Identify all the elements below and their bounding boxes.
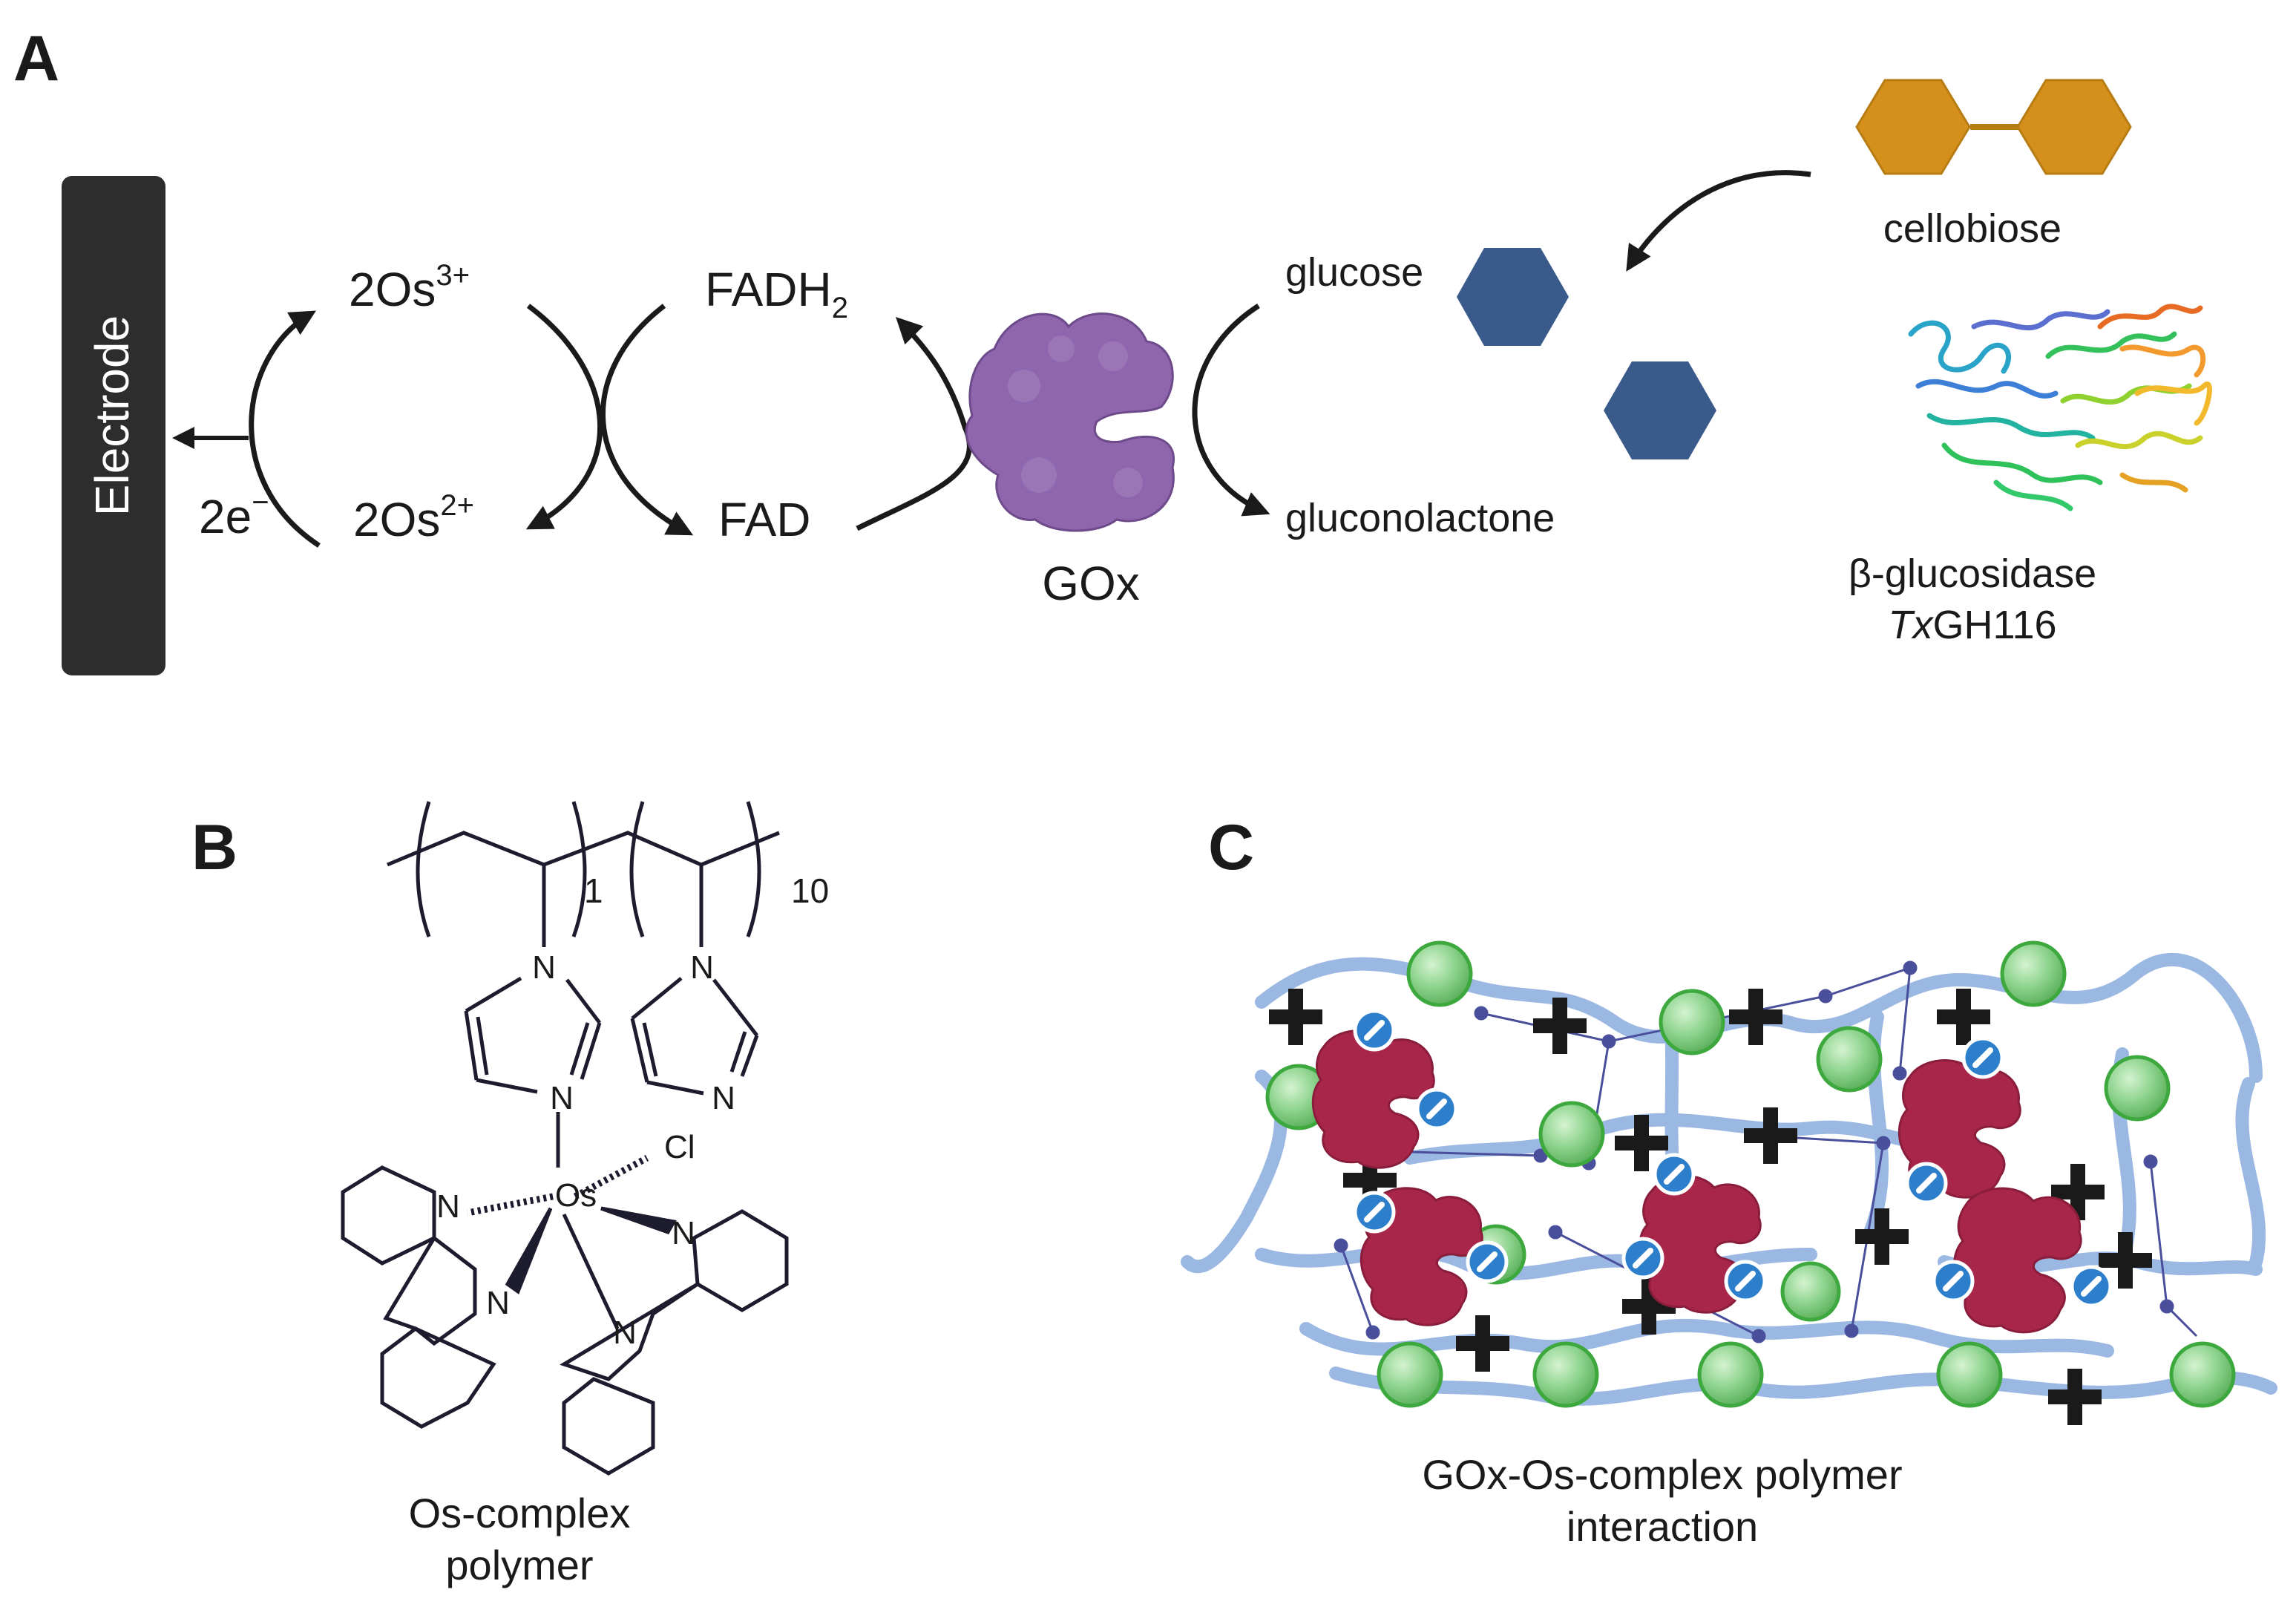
hydrolysis-arrow	[1626, 170, 1811, 272]
os-complex-sphere	[1377, 1341, 1443, 1408]
minus-charge-icon	[1353, 1191, 1396, 1234]
glucose-hexagon-icon	[1604, 361, 1716, 459]
fadh-oxidation-arrow	[600, 304, 694, 536]
gox-label: GOx	[1042, 557, 1140, 610]
positive-charges	[1269, 989, 2152, 1425]
panel-c-caption-line2: interaction	[1567, 1503, 1758, 1550]
negative-charges	[1353, 1009, 2113, 1308]
minus-charge-icon	[1653, 1153, 1696, 1196]
os-complex-sphere	[1816, 1026, 1883, 1093]
glucose-hexagon-icon	[1457, 248, 1569, 346]
os-complex-sphere	[1697, 1341, 1764, 1408]
minus-charge-icon	[1961, 1036, 2004, 1079]
os-complex-sphere	[1532, 1341, 1599, 1408]
minus-charge-icon	[1353, 1009, 1396, 1052]
panel-label-a: A	[13, 23, 59, 94]
os-polymer-caption-line2: polymer	[445, 1542, 593, 1588]
glucose-oxidation-arrow	[1192, 304, 1270, 517]
plus-sign-icon	[1269, 989, 1322, 1045]
electrode-label: Electrode	[85, 315, 139, 516]
repeat-count-10: 10	[791, 871, 829, 910]
atom-n-bipy-lower-right: N	[613, 1315, 637, 1351]
atom-n-bipy-lower-left: N	[486, 1285, 510, 1321]
plus-sign-icon	[1744, 1107, 1797, 1164]
minus-charge-icon	[1724, 1260, 1767, 1303]
bipyridine-ligands	[341, 1155, 789, 1476]
plus-sign-icon	[1855, 1208, 1909, 1265]
plus-sign-icon	[2051, 1164, 2105, 1220]
os-polymer-caption-line1: Os-complex	[409, 1490, 631, 1536]
minus-charge-icon	[2070, 1265, 2113, 1308]
plus-sign-icon	[1615, 1115, 1668, 1171]
os-complex-sphere	[1659, 989, 1725, 1055]
atom-n-imidazole-bottom: N	[550, 1080, 574, 1116]
fad-label: FAD	[718, 493, 810, 546]
plus-sign-icon	[1937, 989, 1990, 1045]
repeat-count-1: 1	[584, 871, 603, 910]
plus-sign-icon	[1533, 998, 1587, 1054]
os-complex-sphere	[2000, 940, 2067, 1007]
panel-c-caption-line1: GOx-Os-complex polymer	[1422, 1451, 1902, 1498]
minus-charge-icon	[1905, 1162, 1948, 1205]
os-complex-sphere	[2169, 1341, 2236, 1408]
atom-n-free-bottom: N	[712, 1080, 735, 1116]
plus-sign-icon	[2048, 1369, 2102, 1425]
beta-glucosidase-structure-icon	[1908, 304, 2212, 511]
os2-label: 2Os2+	[353, 489, 474, 546]
os-complex-sphere	[1538, 1101, 1605, 1168]
minus-charge-icon	[1466, 1240, 1509, 1283]
os3-label: 2Os3+	[349, 259, 470, 316]
electrode: Electrode	[62, 176, 165, 675]
atom-n-bipy-right: N	[672, 1215, 695, 1251]
electrode-bar	[62, 176, 165, 675]
imidazole-ligand	[464, 976, 602, 1168]
atom-cl: Cl	[664, 1129, 695, 1165]
free-imidazole	[630, 977, 759, 1096]
plus-sign-icon	[1343, 1152, 1397, 1208]
atom-n-free-top: N	[690, 949, 714, 986]
os-complex-sphere	[2104, 1055, 2171, 1122]
minus-charge-icon	[1415, 1087, 1458, 1130]
plus-sign-icon	[2099, 1232, 2152, 1289]
glucose-label: glucose	[1285, 250, 1423, 295]
enzyme-code-label: TxGH116	[1888, 603, 2056, 647]
atom-n-imidazole-top: N	[532, 949, 556, 986]
crosslink-network	[1334, 960, 2198, 1343]
oxidation-arrow	[249, 310, 321, 548]
plus-sign-icon	[1729, 989, 1782, 1045]
enzyme-name-label: β-glucosidase	[1849, 551, 2096, 596]
os-complex-sphere	[1780, 1261, 1841, 1322]
fadh2-label: FADH2	[705, 263, 848, 324]
plus-sign-icon	[1456, 1315, 1509, 1372]
gox-enzyme-icon	[965, 312, 1175, 532]
os-complex-sphere	[1936, 1341, 2003, 1408]
panel-label-b: B	[191, 812, 237, 883]
os-reduction-arrow	[525, 304, 603, 530]
os-complex-sphere	[1406, 940, 1473, 1007]
atom-n-bipy-left: N	[436, 1188, 460, 1225]
electron-label: 2e−	[199, 486, 269, 543]
atom-os-center: Os	[555, 1177, 597, 1214]
fad-reduction-arrow	[856, 317, 972, 531]
cellobiose-label: cellobiose	[1883, 206, 2062, 251]
minus-charge-icon	[1932, 1260, 1975, 1303]
gluconolactone-label: gluconolactone	[1285, 496, 1555, 540]
panel-label-c: C	[1208, 812, 1254, 883]
polymer-backbone	[387, 801, 780, 947]
plus-sign-icon	[1622, 1278, 1676, 1335]
cellobiose-icon	[1855, 79, 2132, 175]
minus-charge-icon	[1621, 1237, 1664, 1280]
gox-enzyme-icon	[1311, 1029, 1435, 1169]
